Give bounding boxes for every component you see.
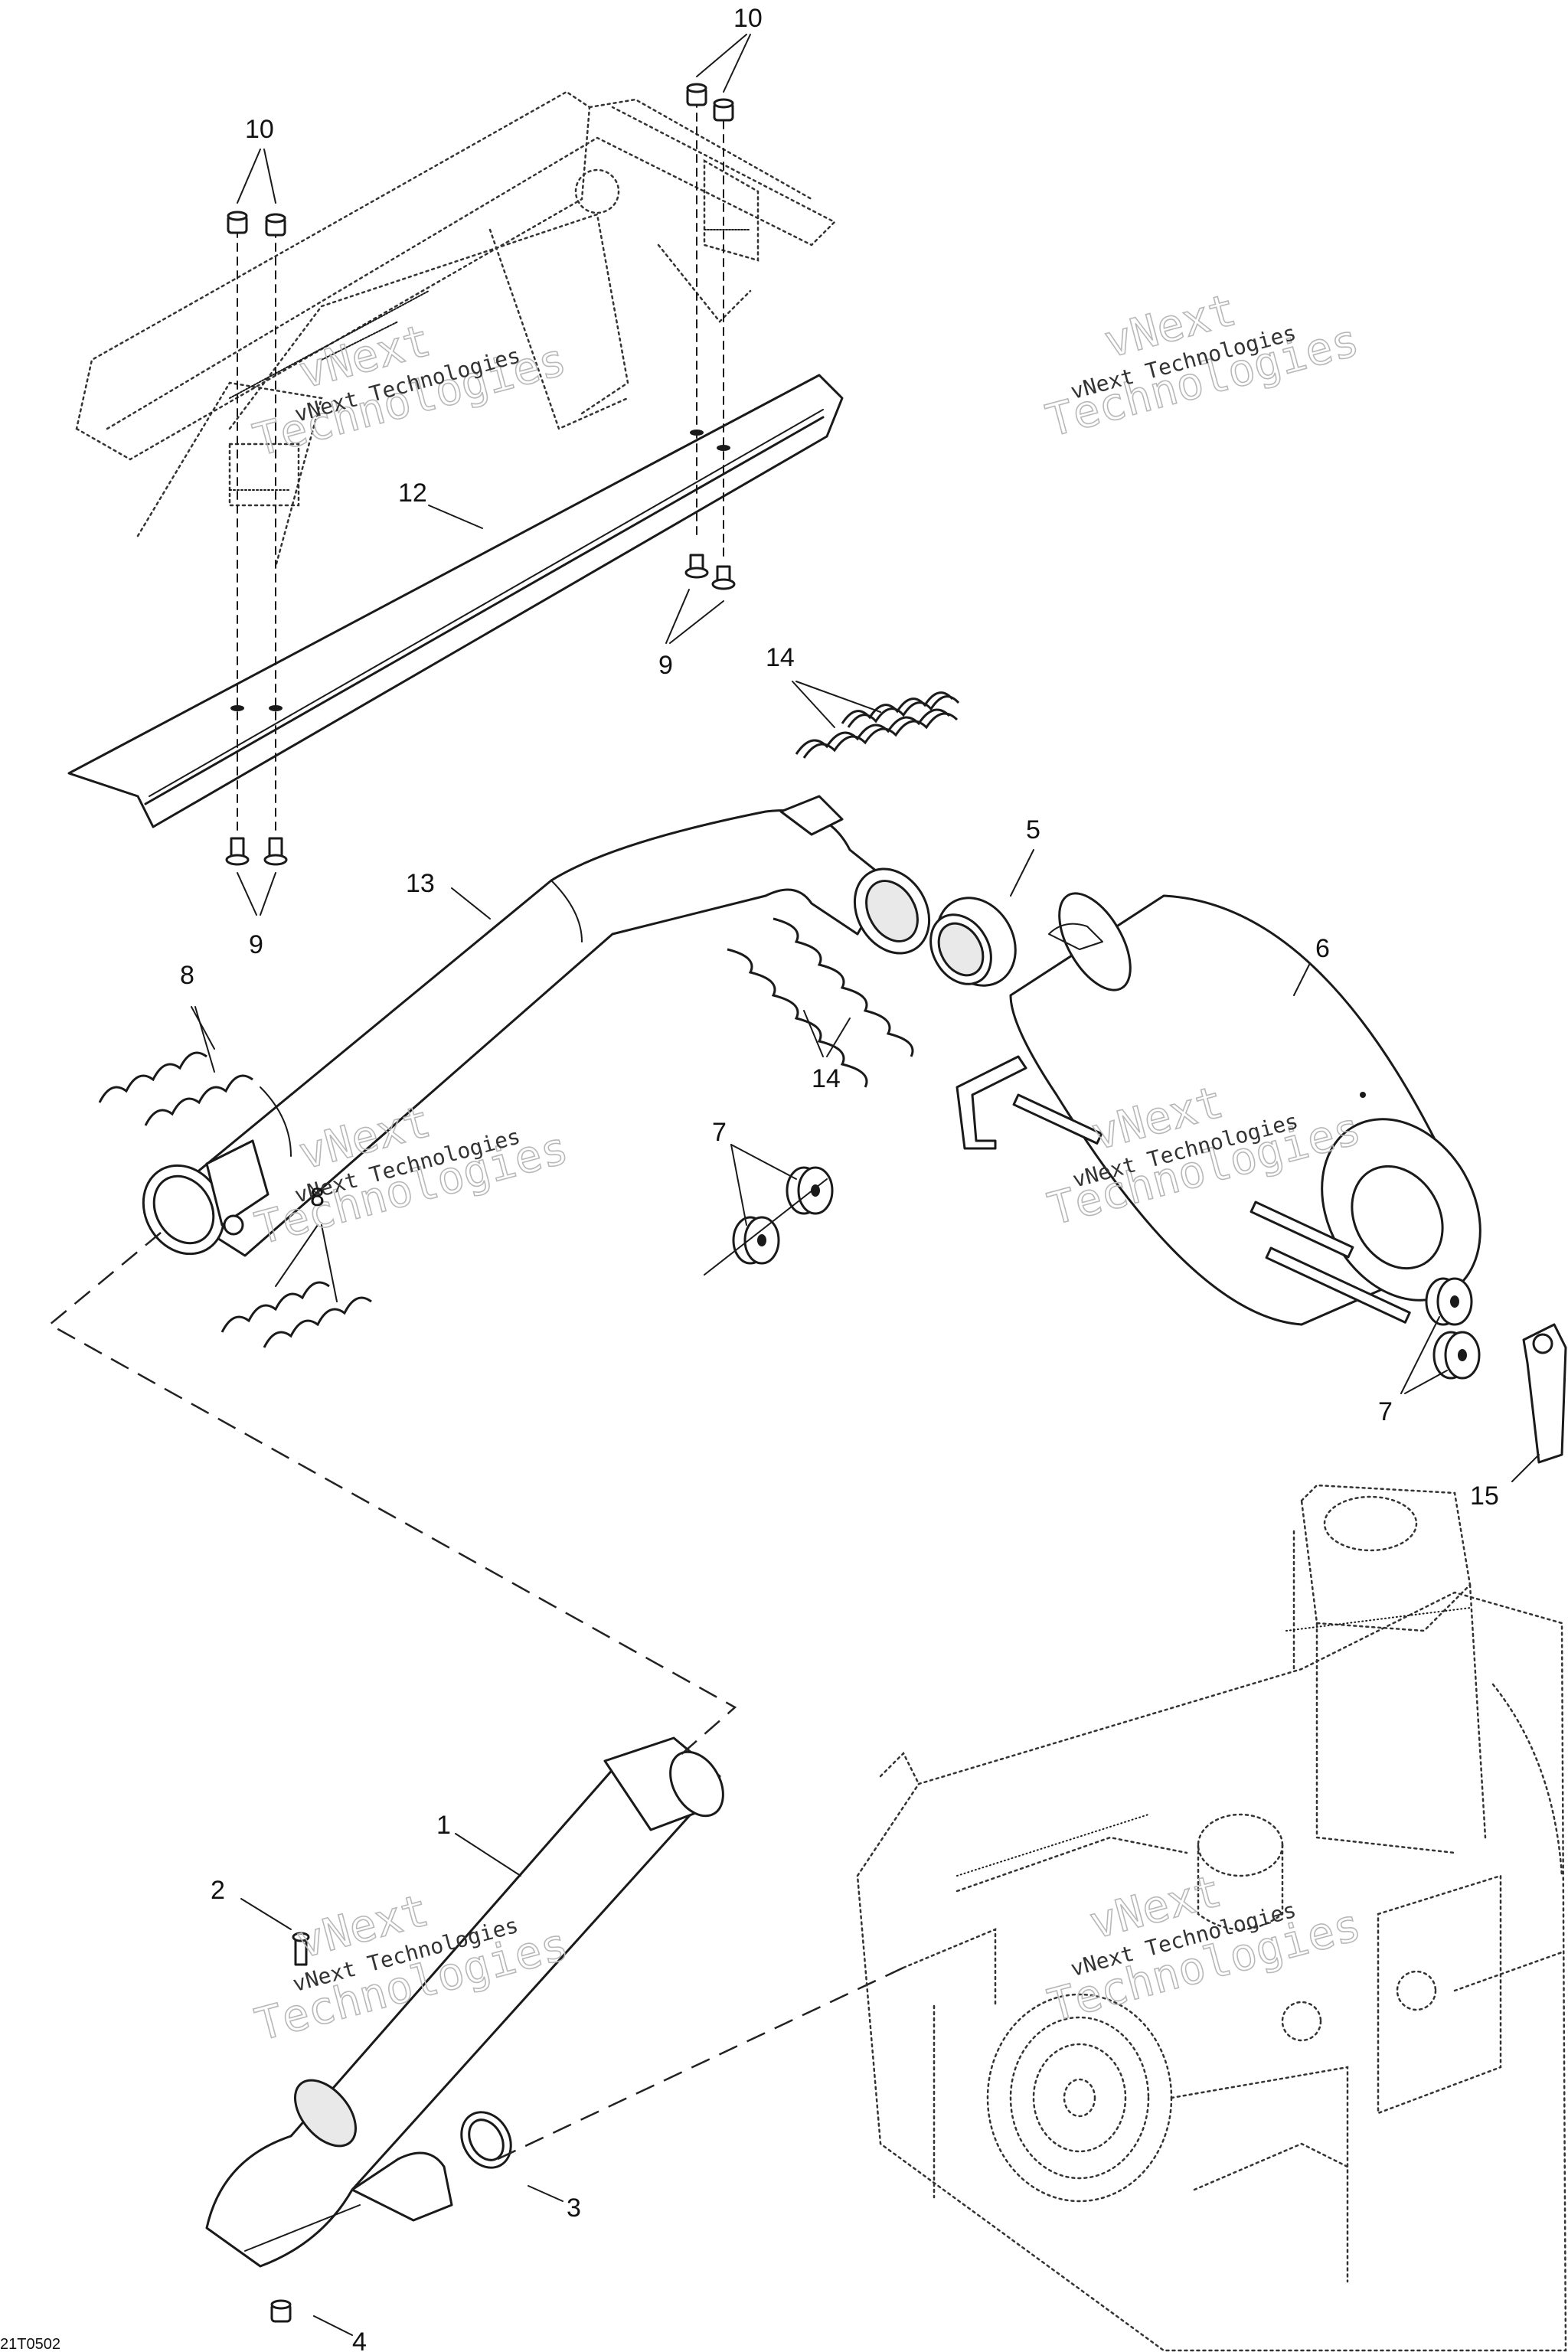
- flange-nut: [227, 211, 248, 234]
- flange-bolt: [225, 837, 250, 866]
- flange-bolt: [684, 554, 709, 579]
- springs: [98, 691, 960, 1348]
- callout-7: 7: [712, 1118, 727, 1147]
- grommet: [1425, 1277, 1473, 1326]
- spring: [795, 708, 959, 759]
- callout-1: 1: [436, 1811, 451, 1840]
- flange-bolt: [263, 837, 288, 866]
- clamp-screw: [292, 1932, 310, 1966]
- spring: [727, 948, 868, 1088]
- callout-14: 14: [766, 643, 795, 672]
- spring: [263, 1296, 372, 1348]
- callout-8: 8: [180, 961, 194, 990]
- spring: [98, 1051, 207, 1103]
- spring: [841, 691, 960, 728]
- callout-14: 14: [812, 1064, 841, 1093]
- flange-nut: [686, 83, 707, 106]
- leader-lines: [191, 34, 1540, 2336]
- frame-outline: [75, 90, 837, 568]
- spring: [773, 917, 914, 1057]
- callout-10: 10: [245, 115, 274, 144]
- callout-5: 5: [1026, 815, 1040, 844]
- callout-7: 7: [1378, 1397, 1393, 1426]
- spring: [144, 1074, 253, 1126]
- grommet: [1432, 1331, 1481, 1380]
- callout-6: 6: [1315, 934, 1330, 963]
- muffler-bracket: [1522, 1323, 1567, 1464]
- muffler: [956, 892, 1481, 1326]
- assembly-guide-lines: [47, 1232, 904, 2161]
- engine-outline: [856, 1484, 1567, 2352]
- mounting-hardware: [225, 83, 736, 866]
- flange-nut: [270, 2299, 292, 2323]
- callout-3: 3: [567, 2194, 581, 2223]
- callout-12: 12: [398, 479, 427, 508]
- reference-code: 21T0502: [0, 2336, 60, 2352]
- callout-8: 8: [310, 1183, 325, 1212]
- callout-4: 4: [352, 2328, 367, 2352]
- exhaust-seal-ring: [929, 897, 1017, 987]
- flange-nut: [265, 213, 286, 237]
- flange-nut: [713, 98, 734, 122]
- callout-9: 9: [249, 930, 263, 959]
- grommet: [732, 1216, 780, 1265]
- rubber-grommets: [704, 1166, 1481, 1380]
- spring: [220, 1281, 330, 1333]
- callout-13: 13: [406, 869, 435, 898]
- callout-10: 10: [733, 4, 763, 33]
- callout-2: 2: [211, 1876, 225, 1905]
- callout-15: 15: [1470, 1481, 1499, 1511]
- middle-exhaust-pipe: [142, 795, 931, 1257]
- watermarks: vNext Technologies vNext Technologies vN…: [247, 283, 1367, 2051]
- heat-shield: [67, 374, 844, 828]
- callout-labels: 10 10 12 9 9 14 14 13 5 6 8 8 7 7 15 1 2…: [0, 4, 1499, 2352]
- grommet: [786, 1166, 834, 1215]
- callout-9: 9: [658, 651, 673, 680]
- flange-bolt: [711, 565, 736, 590]
- header-pipe: [205, 1736, 724, 2323]
